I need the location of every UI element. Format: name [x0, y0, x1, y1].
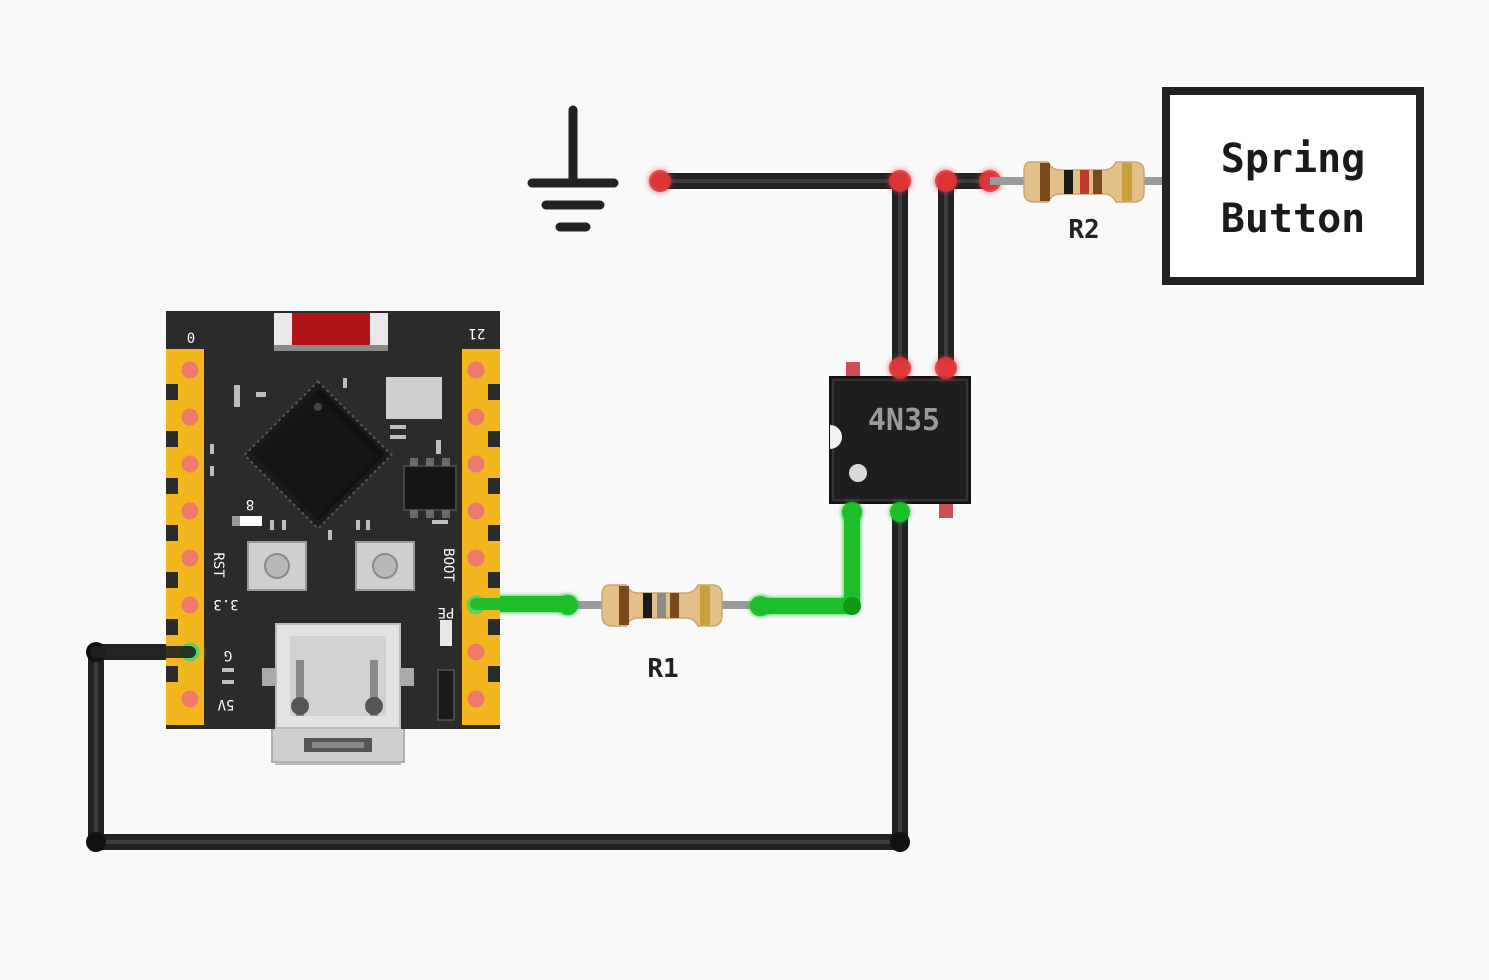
pin-label-pe: PE: [438, 604, 455, 620]
pin-label-0: 0: [187, 331, 195, 347]
led-label: 8: [246, 496, 254, 512]
wire-ground-to-opto[interactable]: [652, 173, 908, 376]
board-pins-left: [166, 349, 204, 725]
optocoupler-4n35[interactable]: 4N35: [829, 362, 971, 518]
boot-button[interactable]: [355, 541, 415, 591]
resistor-r1[interactable]: [568, 584, 760, 627]
wire-r1-to-opto[interactable]: [752, 504, 860, 614]
rst-button[interactable]: [247, 541, 307, 591]
ground-symbol-icon: [527, 105, 619, 232]
r2-label: R2: [1068, 215, 1099, 245]
spring-button-line2: Button: [1221, 196, 1366, 242]
pin-label-21: 21: [469, 325, 486, 341]
boot-label: BOOT: [440, 548, 456, 582]
optocoupler-label: 4N35: [868, 403, 940, 438]
microcontroller-board[interactable]: 8 0 21 RST BOOT 3.3 G 5V PE: [166, 311, 500, 765]
spring-button-box[interactable]: Spring Button: [1162, 87, 1424, 285]
board-pins-right: [462, 349, 500, 725]
resistor-r2[interactable]: [990, 161, 1165, 203]
rst-label: RST: [210, 552, 226, 578]
pin-label-g: G: [224, 647, 232, 663]
r1-label: R1: [647, 654, 678, 684]
pin-label-3v3: 3.3: [213, 596, 238, 612]
green-wires: [466, 504, 860, 614]
spring-button-line1: Spring: [1221, 136, 1366, 182]
wire-opto-to-r2[interactable]: [938, 173, 998, 376]
pin-label-5v: 5V: [217, 696, 234, 712]
